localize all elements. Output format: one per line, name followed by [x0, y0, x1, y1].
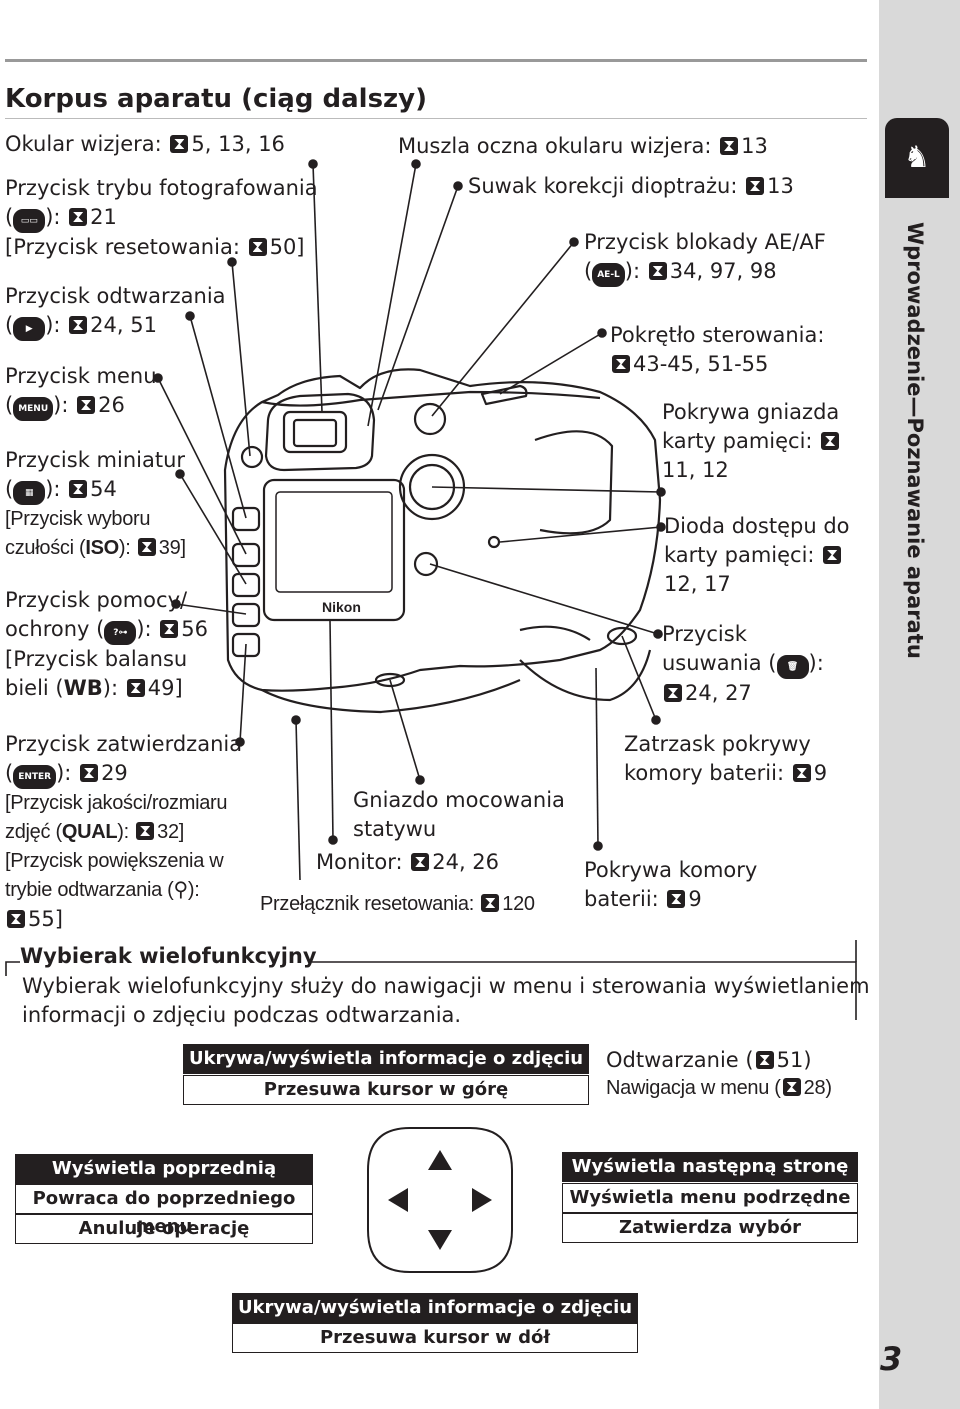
- label-przelacznik: Przełącznik resetowania: 120: [260, 893, 535, 915]
- arrow-up-icon: [428, 1150, 452, 1170]
- enter-icon: ENTER: [13, 765, 57, 789]
- arrow-down-icon: [428, 1230, 452, 1250]
- down-box-header: Ukrywa/wyświetla informacje o zdjęciu: [232, 1293, 638, 1323]
- side-tab: ♞: [879, 0, 960, 1409]
- label-usuwania: Przycisk usuwania (🗑): 24, 27: [662, 622, 824, 705]
- label-gniazda: Pokrywa gniazda karty pamięci: 11, 12: [662, 400, 840, 482]
- rooster-icon: ♞: [885, 118, 949, 198]
- label-zatwierdzania: Przycisk zatwierdzania (ENTER): 29 [Przy…: [5, 732, 243, 931]
- brand-logo: Nikon: [322, 599, 361, 615]
- label-statyw: Gniazdo mocowania statywu: [353, 788, 565, 841]
- up-box-row: Przesuwa kursor w górę: [183, 1075, 589, 1105]
- left-box-header: Wyświetla poprzednią stronę: [15, 1154, 313, 1207]
- label-muszla: Muszla oczna okularu wizjera: 13: [398, 134, 768, 158]
- label-menu: Przycisk menu (MENU): 26: [5, 362, 157, 421]
- side-tab-text: Wprowadzenie—Poznawanie aparatu: [903, 222, 927, 659]
- multi-selector-diagram: [367, 1127, 513, 1273]
- label-dioda: Dioda dostępu do karty pamięci: 12, 17: [664, 514, 850, 596]
- zoom-icon: ⚲: [173, 879, 189, 901]
- page-title: Korpus aparatu (ciąg dalszy): [5, 84, 428, 114]
- up-box-header: Ukrywa/wyświetla informacje o zdjęciu: [183, 1044, 589, 1074]
- page-number: 3: [880, 1340, 903, 1378]
- page-ref-icon: [170, 135, 189, 153]
- right-box-row1: Wyświetla menu podrzędne: [562, 1183, 858, 1213]
- label-komora: Pokrywa komory baterii: 9: [584, 858, 758, 911]
- label-zatrzask: Zatrzask pokrywy komory baterii: 9: [624, 732, 828, 785]
- label-suwak: Suwak korekcji dioptrażu: 13: [468, 174, 794, 198]
- down-box-row: Przesuwa kursor w dół: [232, 1323, 638, 1353]
- multi-heading: Wybierak wielofunkcyjny: [20, 944, 317, 968]
- right-box-header: Wyświetla następną stronę: [562, 1152, 858, 1182]
- playback-icon: ▶: [13, 317, 46, 341]
- label-miniatur: Przycisk miniatur (▦): 54 [Przycisk wybo…: [5, 448, 186, 559]
- arrow-left-icon: [388, 1188, 408, 1212]
- label-odtwarzania: Przycisk odtwarzania (▶): 24, 51: [5, 282, 226, 341]
- shooting-mode-icon: ▭▭: [13, 209, 46, 233]
- menu-icon: MENU: [13, 397, 54, 421]
- right-box-row2: Zatwierdza wybór: [562, 1213, 858, 1243]
- legend-menu: Nawigacja w menu (28): [606, 1077, 832, 1099]
- label-okular: Okular wizjera: 5, 13, 16: [5, 132, 285, 156]
- multi-section-frame: [5, 940, 857, 1020]
- left-box-row2: Anuluje operację: [15, 1214, 313, 1244]
- ae-af-lock-icon: AE-L: [592, 263, 625, 287]
- label-blokady: Przycisk blokady AE/AF (AE-L): 34, 97, 9…: [584, 228, 826, 287]
- left-box-row1: Powraca do poprzedniego menu: [15, 1184, 313, 1237]
- trash-icon: 🗑: [776, 655, 809, 679]
- label-pomocy: Przycisk pomocy/ ochrony (?⊶): 56 [Przyc…: [5, 588, 209, 700]
- label-pokretlo: Pokrętło sterowania: 43-45, 51-55: [610, 323, 825, 376]
- thumbnail-icon: ▦: [13, 481, 46, 505]
- label-monitor: Monitor: 24, 26: [316, 850, 500, 874]
- multi-description: Wybierak wielofunkcyjny służy do nawigac…: [22, 974, 870, 1027]
- top-rule: [5, 59, 867, 62]
- title-rule: [5, 118, 867, 119]
- arrow-right-icon: [472, 1188, 492, 1212]
- label-tryb: Przycisk trybu fotografowania (▭▭): 21 […: [5, 176, 318, 259]
- legend-playback: Odtwarzanie (51): [606, 1048, 812, 1072]
- help-protect-icon: ?⊶: [104, 621, 137, 645]
